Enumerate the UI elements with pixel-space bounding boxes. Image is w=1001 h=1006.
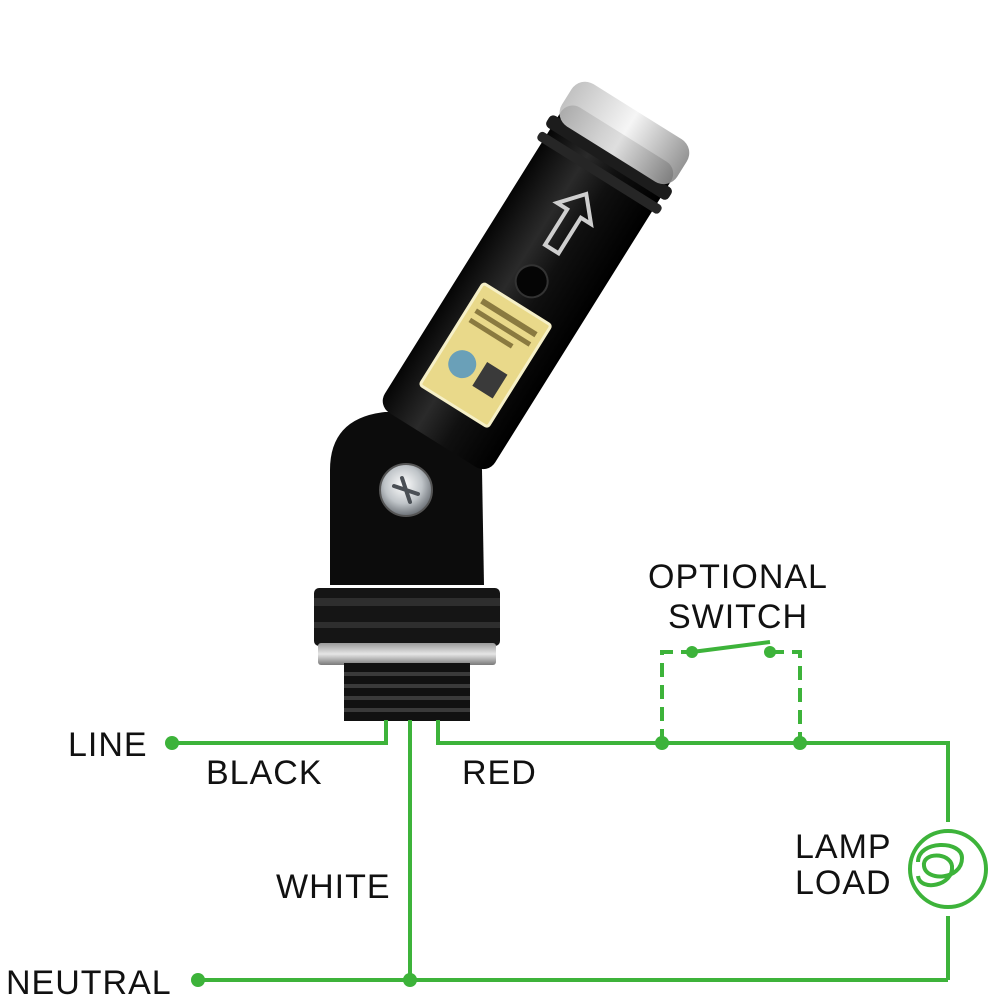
lock-nut (314, 588, 500, 646)
black-wire (172, 720, 388, 745)
lamp-bulb-icon (908, 829, 988, 909)
red-wire (436, 720, 950, 822)
optional-switch-label-line2: SWITCH (667, 598, 809, 636)
wiring (172, 720, 950, 982)
white-wire-label: WHITE (276, 868, 391, 906)
lamp-load-label-line2: LOAD (795, 864, 892, 902)
sensor-cap (559, 81, 690, 185)
lamp-load-label-line1: LAMP (795, 828, 892, 866)
neutral-label: NEUTRAL (6, 964, 172, 1002)
threaded-nipple (344, 663, 470, 721)
line-label: LINE (68, 726, 148, 764)
black-wire-label: BLACK (206, 754, 323, 792)
sensor-label-sticker (419, 282, 552, 428)
arrow-mark-icon (542, 191, 594, 257)
red-wire-label: RED (462, 754, 537, 792)
optional-switch-label-line1: OPTIONAL (648, 558, 828, 596)
metal-nut (318, 643, 496, 665)
switch-icon (660, 640, 802, 743)
junction-dots (165, 646, 807, 987)
photocell-sensor-icon (314, 81, 690, 721)
